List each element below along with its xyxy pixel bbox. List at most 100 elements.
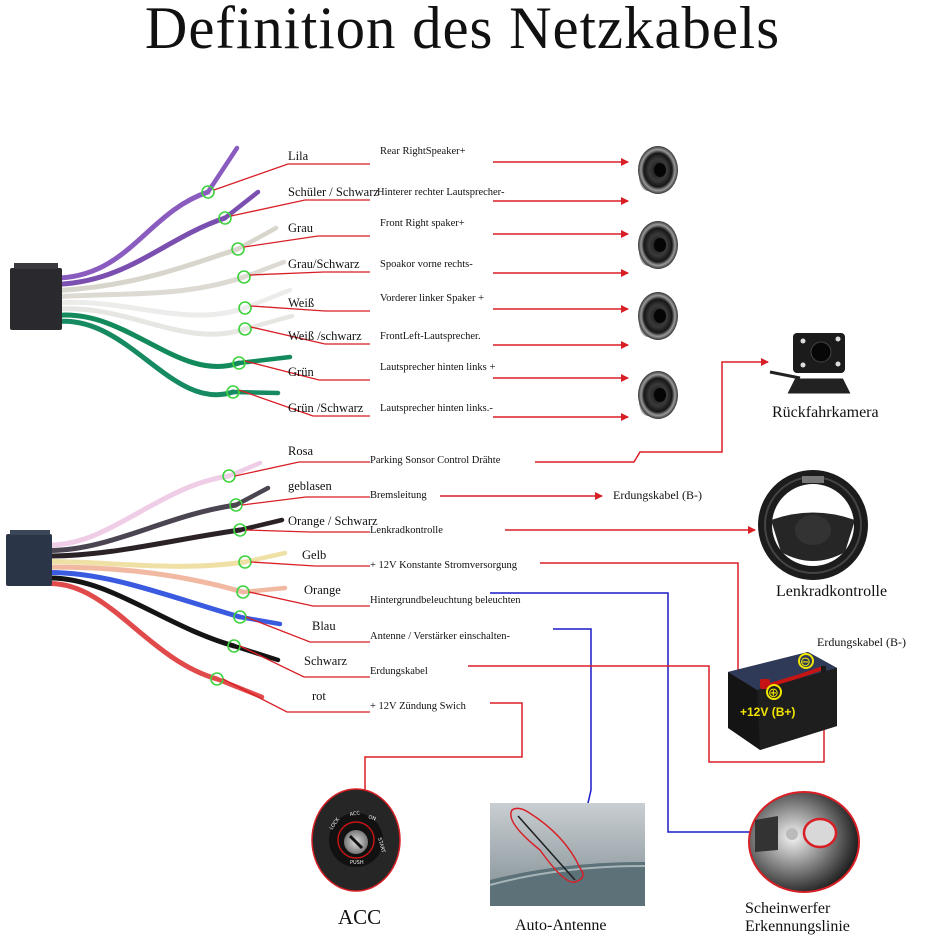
- wire-4: [47, 564, 246, 595]
- wire-color-label: Rosa: [288, 444, 313, 458]
- power-connector-latch: [10, 530, 50, 535]
- solder-marker: [218, 211, 232, 225]
- leader-line: [222, 678, 370, 713]
- wire-function-label: Vorderer linker Spaker +: [380, 293, 484, 304]
- wire-3: [47, 559, 248, 569]
- speaker-icon: [638, 221, 678, 269]
- antenna-highlight: [510, 807, 584, 883]
- leader-line: [245, 529, 370, 533]
- wire-color-label: Grau/Schwarz: [288, 257, 360, 271]
- speaker-icon: [638, 371, 678, 419]
- antenna-photo: [489, 803, 646, 906]
- solder-marker: [238, 301, 252, 315]
- ignition-ring-text: PUSH: [350, 860, 364, 866]
- wire-function-label: Antenne / Verstärker einschalten-: [370, 631, 511, 642]
- ignition-ring-text: ACC: [349, 810, 361, 818]
- wire-function-label: Lautsprecher hinten links.-: [380, 403, 493, 414]
- solder-marker: [201, 185, 215, 199]
- wire-color-label: Weiß: [288, 296, 315, 310]
- wire-function-label: Spoakor vorne rechts-: [380, 259, 473, 270]
- wire-1: [47, 502, 239, 553]
- wire-tip-1: [222, 189, 261, 221]
- wire-color-label: Grau: [288, 221, 313, 235]
- leader-line: [245, 616, 370, 643]
- wire-color-label: Lila: [288, 149, 309, 163]
- wire-tip-2: [235, 225, 279, 252]
- solder-marker: [231, 242, 245, 256]
- wire-function-label: Bremsleitung: [370, 490, 427, 501]
- battery-minus-icon: [798, 653, 814, 669]
- steering-label: Lenkradkontrolle: [776, 583, 888, 600]
- battery-ground-label: Erdungskabel (B-): [817, 635, 906, 649]
- wire-tip-2: [237, 517, 285, 533]
- leader-line: [238, 389, 370, 417]
- ground-line: [468, 665, 828, 763]
- wire-2: [57, 246, 241, 293]
- camera-icon: [769, 333, 851, 394]
- leader-line: [248, 591, 370, 607]
- antenna-mast: [517, 815, 576, 881]
- wire-function-label: Lenkradkontrolle: [370, 525, 443, 536]
- wire-color-label: Grün: [288, 365, 314, 379]
- leader-line: [250, 305, 370, 312]
- wire-tip-6: [236, 354, 293, 366]
- wire-function-label: Erdungskabel: [370, 666, 428, 677]
- wire-color-label: Blau: [312, 619, 336, 633]
- speaker-connector-latch: [14, 263, 58, 269]
- wire-color-label: Orange / Schwarz: [288, 514, 378, 528]
- ignition-line: [361, 702, 523, 801]
- wire-5: [47, 570, 243, 620]
- wire-function-label: + 12V Zündung Swich: [370, 701, 466, 712]
- speaker-icon: [638, 146, 678, 194]
- brake-ground-label: Erdungskabel (B-): [613, 488, 702, 502]
- wire-color-label: Schwarz: [304, 654, 348, 668]
- wire-function-label: Hintergrundbeleuchtung beleuchten: [370, 595, 521, 606]
- speaker-icon: [638, 292, 678, 340]
- wire-function-label: Lautsprecher hinten links +: [380, 362, 496, 373]
- wire-function-label: Hinterer rechter Lautsprecher-: [377, 187, 505, 198]
- ignition-ring-text: START: [376, 837, 386, 854]
- acc-label: ACC: [338, 905, 382, 929]
- wire-color-label: Schüler / Schwarz: [288, 185, 379, 199]
- leader-line: [249, 271, 370, 276]
- wire-tip-3: [242, 550, 288, 565]
- solder-marker: [226, 385, 240, 399]
- wire-tip-4: [242, 287, 293, 311]
- illumination-line: [490, 592, 790, 833]
- ignition-ring-text: ON: [367, 814, 377, 822]
- battery-plus-icon: [766, 684, 782, 700]
- wire-function-label: Parking Sonsor Control Drähte: [370, 455, 501, 466]
- leader-line: [250, 561, 370, 567]
- wire-3: [57, 274, 247, 300]
- wire-0: [57, 189, 211, 281]
- leader-line: [250, 326, 370, 345]
- leader-line: [241, 496, 370, 506]
- battery-icon: +12V (B+) ⊕ ⊖: [728, 652, 837, 750]
- wire-tip-0: [205, 145, 240, 195]
- leader-line: [243, 235, 370, 248]
- wire-function-label: FrontLeft-Lautsprecher.: [380, 331, 481, 342]
- wire-7: [57, 318, 236, 398]
- wire-5: [57, 306, 248, 337]
- wire-6: [47, 575, 237, 649]
- plus-symbol: ⊕: [768, 686, 779, 701]
- leader-line: [239, 645, 370, 678]
- power-connector: [6, 534, 52, 586]
- wire-0: [47, 473, 232, 548]
- minus-symbol: ⊖: [800, 655, 811, 670]
- wire-4: [57, 299, 248, 318]
- headlight-highlight: [802, 817, 838, 849]
- speaker-connector: [10, 268, 62, 330]
- headlight-label-line2: Erkennungslinie: [745, 918, 850, 935]
- wire-color-label: Weiß /schwarz: [288, 329, 362, 343]
- wire-color-label: Grün /Schwarz: [288, 401, 364, 415]
- leader-line: [244, 360, 370, 381]
- wire-function-label: Rear RightSpeaker+: [380, 146, 466, 157]
- wire-6: [57, 312, 242, 369]
- leader-line: [213, 163, 370, 191]
- wire-color-label: rot: [312, 689, 326, 703]
- battery-plus-text: +12V (B+): [740, 705, 795, 719]
- solder-marker: [232, 356, 246, 370]
